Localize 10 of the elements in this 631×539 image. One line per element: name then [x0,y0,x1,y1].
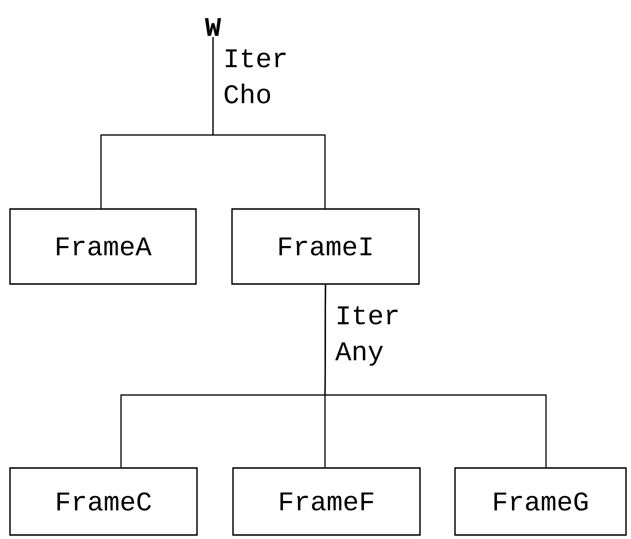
edge-label: Iter Any [334,305,418,367]
connector-line [324,284,547,468]
edge-label: Iter Cho [222,48,306,104]
root-label: W [204,18,222,36]
frame-box: FrameF [232,467,421,536]
connector-line [212,37,326,208]
frame-box: FrameC [9,467,198,536]
frame-box: FrameI [231,208,420,285]
frame-box: FrameG [454,467,627,536]
frame-box: FrameA [9,208,197,285]
